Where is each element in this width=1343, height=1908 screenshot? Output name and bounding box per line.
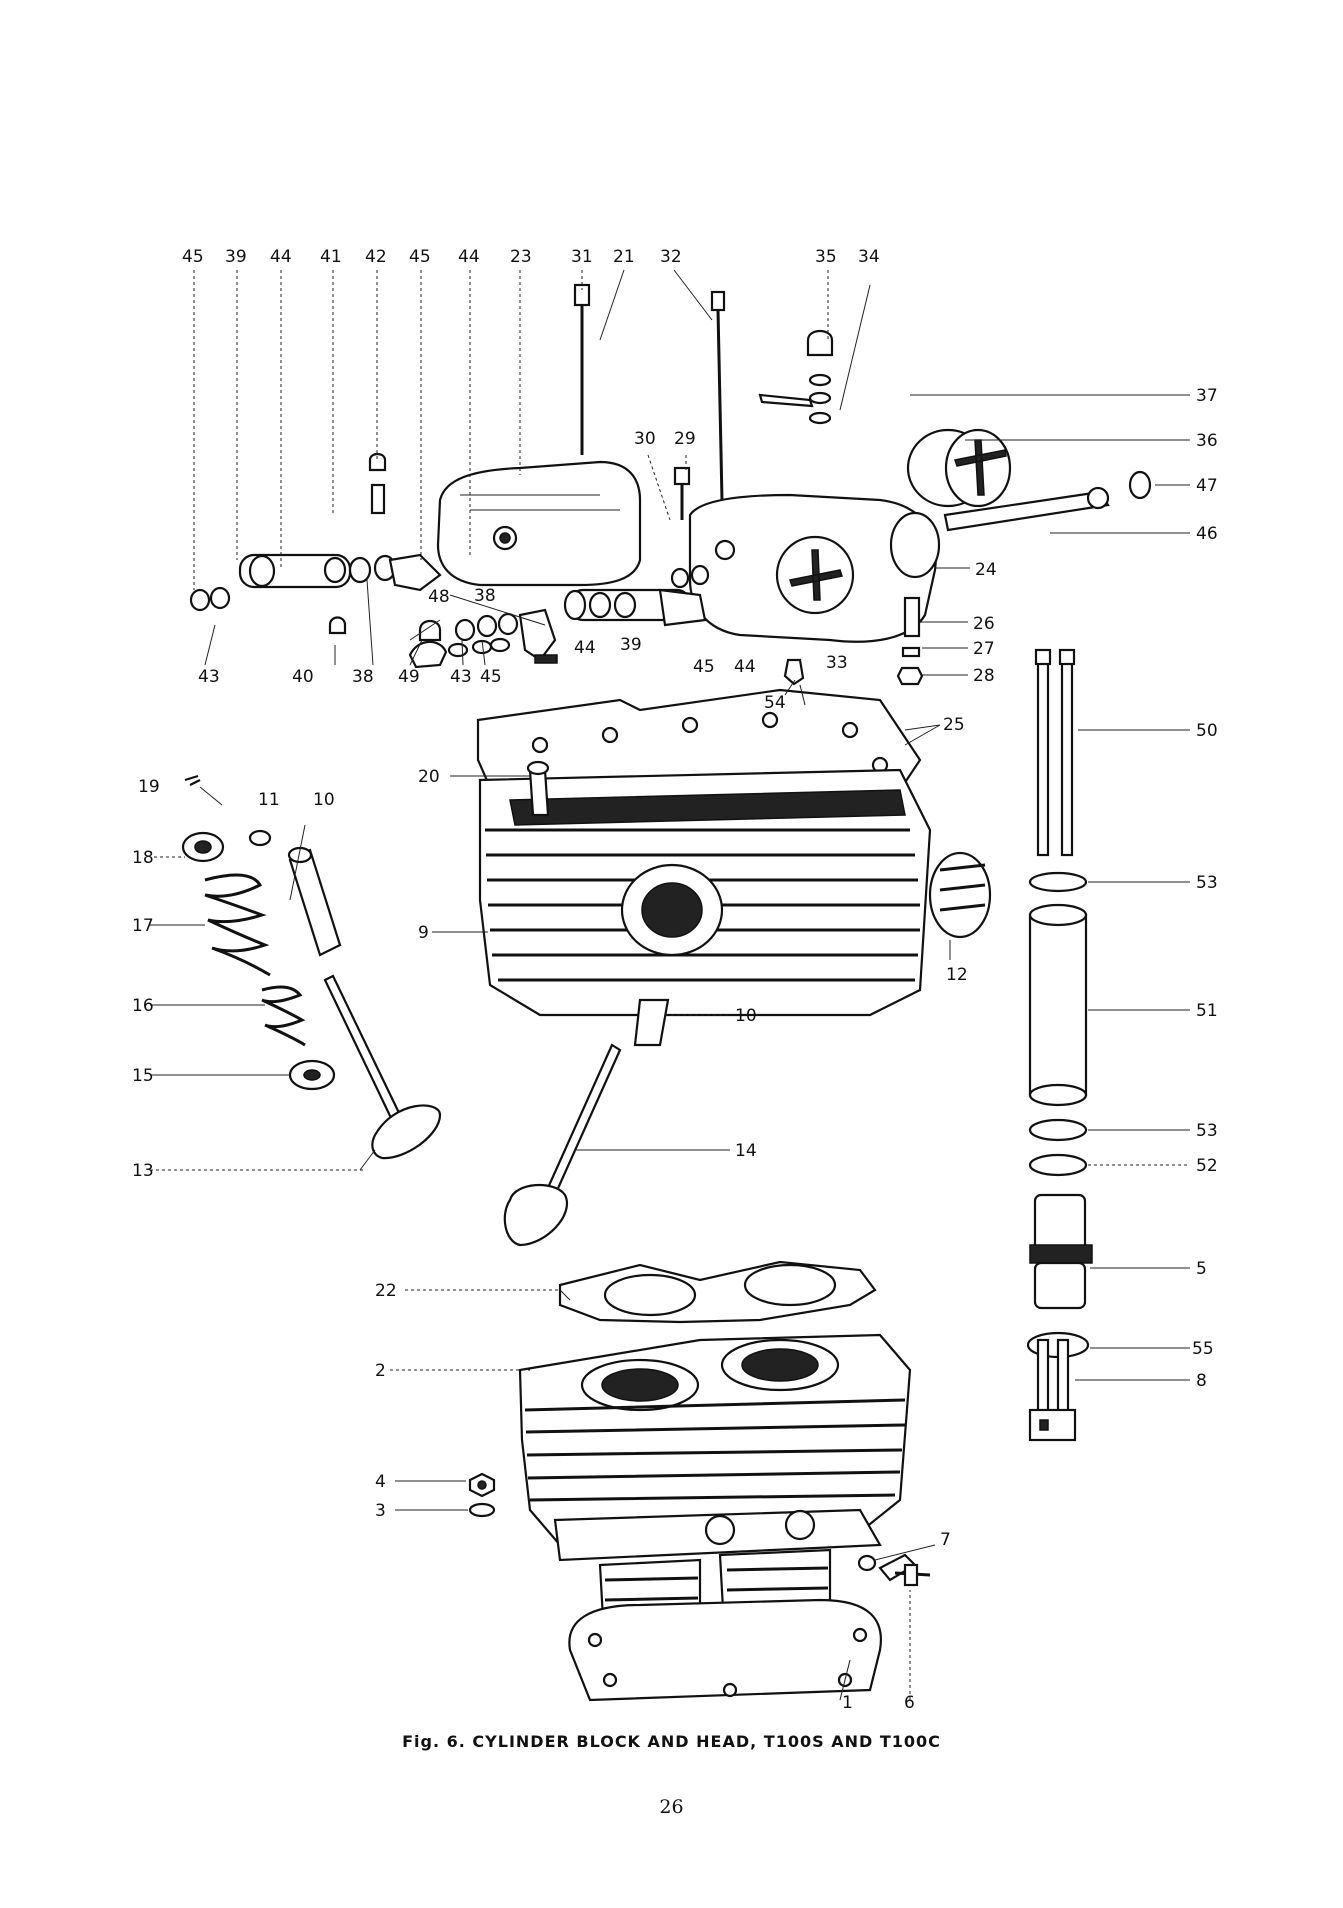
label-52: 52 — [1196, 1156, 1218, 1176]
label-44: 44 — [458, 247, 480, 267]
label-45: 45 — [182, 247, 204, 267]
label-1: 1 — [842, 1693, 853, 1713]
label-26: 26 — [973, 614, 995, 634]
label-54: 54 — [764, 693, 786, 713]
label-7: 7 — [940, 1530, 951, 1550]
label-19: 19 — [138, 777, 160, 797]
base-nut-washer — [468, 1472, 496, 1518]
label-16: 16 — [132, 996, 154, 1016]
label-10: 10 — [735, 1006, 757, 1026]
label-21: 21 — [613, 247, 635, 267]
page-number: 26 — [659, 1796, 684, 1818]
label-8: 8 — [1196, 1371, 1207, 1391]
label-48: 48 — [428, 587, 450, 607]
label-23: 23 — [510, 247, 532, 267]
leader-lines — [150, 269, 1190, 1701]
label-15: 15 — [132, 1066, 154, 1086]
label-18: 18 — [132, 848, 154, 868]
label-24: 24 — [975, 560, 997, 580]
label-46: 46 — [1196, 524, 1218, 544]
label-10: 10 — [313, 790, 335, 810]
label-51: 51 — [1196, 1001, 1218, 1021]
label-30: 30 — [634, 429, 656, 449]
cylinder-block — [518, 1333, 912, 1562]
label-39: 39 — [225, 247, 247, 267]
label-29: 29 — [674, 429, 696, 449]
label-5: 5 — [1196, 1259, 1207, 1279]
tappet-block — [1026, 1193, 1093, 1442]
label-20: 20 — [418, 767, 440, 787]
label-44: 44 — [734, 657, 756, 677]
label-25: 25 — [943, 715, 965, 735]
label-34: 34 — [858, 247, 880, 267]
label-13: 13 — [132, 1161, 154, 1181]
label-6: 6 — [904, 1693, 915, 1713]
cylinder-head — [478, 760, 992, 1047]
stud-bolt — [857, 1553, 931, 1587]
label-55: 55 — [1192, 1339, 1214, 1359]
label-39: 39 — [620, 635, 642, 655]
label-4: 4 — [375, 1472, 386, 1492]
label-33: 33 — [826, 653, 848, 673]
pushrod-tube — [1028, 871, 1088, 1177]
inspection-cap — [906, 428, 1152, 532]
label-37: 37 — [1196, 386, 1218, 406]
label-22: 22 — [375, 1281, 397, 1301]
pushrods — [1034, 648, 1076, 857]
label-50: 50 — [1196, 721, 1218, 741]
label-45: 45 — [480, 667, 502, 687]
label-2: 2 — [375, 1361, 386, 1381]
label-11: 11 — [258, 790, 280, 810]
label-35: 35 — [815, 247, 837, 267]
exhaust-valve — [323, 974, 442, 1160]
label-36: 36 — [1196, 431, 1218, 451]
label-40: 40 — [292, 667, 314, 687]
inlet-valve — [503, 1043, 622, 1247]
label-45: 45 — [693, 657, 715, 677]
base-gasket-bottom — [568, 1598, 882, 1702]
rocker-box-right — [688, 493, 941, 643]
label-9: 9 — [418, 923, 429, 943]
label-3: 3 — [375, 1501, 386, 1521]
label-43: 43 — [198, 667, 220, 687]
valve-springs — [181, 774, 336, 1091]
label-49: 49 — [398, 667, 420, 687]
label-12: 12 — [946, 965, 968, 985]
label-45: 45 — [409, 247, 431, 267]
label-41: 41 — [320, 247, 342, 267]
label-17: 17 — [132, 916, 154, 936]
label-27: 27 — [973, 639, 995, 659]
label-14: 14 — [735, 1141, 757, 1161]
label-53: 53 — [1196, 873, 1218, 893]
base-gasket-top — [558, 1260, 877, 1324]
figure-caption: Fig. 6. CYLINDER BLOCK AND HEAD, T100S A… — [402, 1732, 941, 1751]
label-47: 47 — [1196, 476, 1218, 496]
label-53: 53 — [1196, 1121, 1218, 1141]
rocker-spindle-right — [418, 564, 710, 664]
label-31: 31 — [571, 247, 593, 267]
label-38: 38 — [352, 667, 374, 687]
label-38: 38 — [474, 586, 496, 606]
rocker-box-left — [436, 460, 642, 587]
label-43: 43 — [450, 667, 472, 687]
callout-labels: 45 39 44 41 42 45 44 23 31 21 32 35 34 3… — [132, 247, 1218, 1713]
label-32: 32 — [660, 247, 682, 267]
rocker-spindle-left — [189, 553, 442, 612]
valve-guide-left — [287, 846, 342, 957]
label-28: 28 — [973, 666, 995, 686]
label-44: 44 — [574, 638, 596, 658]
label-42: 42 — [365, 247, 387, 267]
label-44: 44 — [270, 247, 292, 267]
rocker-box-studs — [328, 283, 924, 686]
